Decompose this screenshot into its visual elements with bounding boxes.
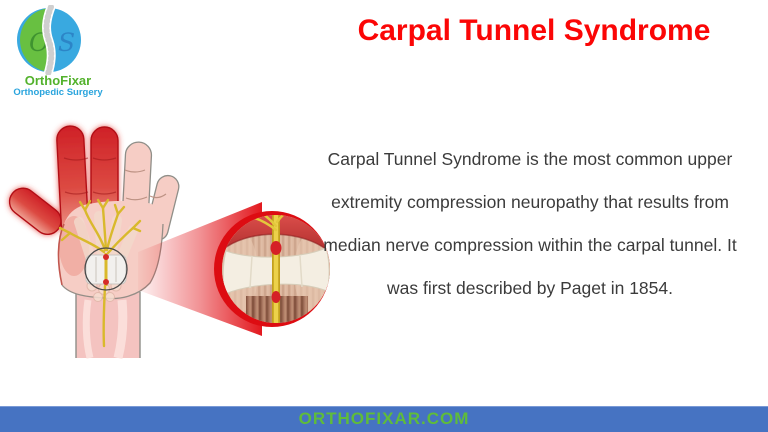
footer-bar: ORTHOFIXAR.COM — [0, 406, 768, 432]
logo-brand-text: OrthoFixar — [24, 73, 92, 88]
logo-letter-s: S — [58, 28, 75, 57]
page-title: Carpal Tunnel Syndrome — [357, 14, 711, 47]
description-line: median nerve compression within the carp… — [323, 235, 737, 255]
logo-mark: O S — [17, 5, 81, 75]
hand-illustration — [8, 125, 330, 360]
carpal-tunnel-marker — [84, 247, 128, 291]
median-nerve — [58, 198, 142, 348]
site-link[interactable]: ORTHOFIXAR.COM — [298, 409, 470, 428]
logo-tagline-text: Orthopedic Surgery — [13, 87, 103, 98]
finger-creases-affected — [63, 157, 117, 195]
spine-icon — [42, 5, 56, 75]
description-line: extremity compression neuropathy that re… — [331, 192, 729, 212]
magnified-carpal-tunnel — [222, 215, 330, 323]
orthofixar-logo: O S OrthoFixar Orthopedic Surgery — [0, 0, 116, 102]
finger-creases-normal — [124, 169, 167, 201]
description-line: Carpal Tunnel Syndrome is the most commo… — [327, 149, 733, 169]
description-text: Carpal Tunnel Syndrome is the most commo… — [300, 138, 760, 310]
description-line: was first described by Paget in 1854. — [387, 278, 673, 298]
